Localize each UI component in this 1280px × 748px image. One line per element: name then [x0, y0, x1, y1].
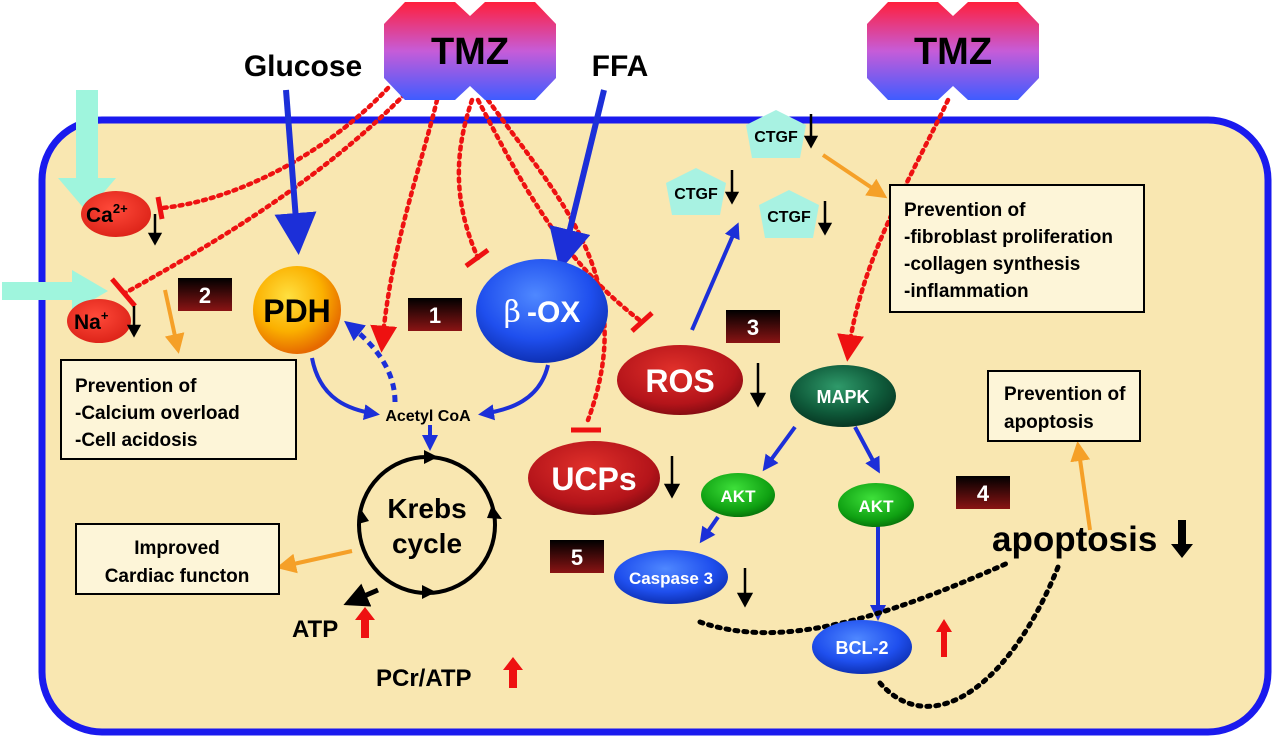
mapk-node: MAPK: [790, 365, 896, 427]
pcr-atp-label: PCr/ATP: [376, 665, 472, 692]
step-badge-5: 5: [550, 540, 604, 573]
step-number: 3: [747, 315, 759, 340]
tmz-label: TMZ: [431, 31, 509, 73]
tmz-label: TMZ: [914, 31, 992, 73]
box-line: -Cell acidosis: [75, 430, 198, 451]
inhibition-bars: [110, 196, 654, 433]
acetyl-coa-label: Acetyl CoA: [385, 408, 471, 425]
beta-ox-label: -OX: [527, 296, 580, 329]
tmz-badge-right: TMZ: [867, 2, 1039, 100]
down-arrow-icon: [724, 170, 740, 205]
box-line: Prevention of: [1004, 384, 1126, 405]
svg-text:Na+: Na+: [74, 308, 109, 334]
box-line: -Calcium overload: [75, 403, 240, 424]
caspase3-label: Caspase 3: [629, 569, 713, 588]
down-arrow-icon: [749, 363, 767, 408]
ucps-label: UCPs: [551, 461, 636, 497]
down-arrow-icon: [663, 456, 681, 499]
akt-label: AKT: [721, 487, 757, 506]
down-arrow-icon: [803, 114, 819, 149]
beta-symbol: β: [504, 295, 521, 330]
step-number: 4: [977, 481, 990, 506]
glucose-label: Glucose: [244, 50, 362, 83]
step-badge-3: 3: [726, 310, 780, 343]
bcl2-label: BCL-2: [836, 638, 889, 658]
apoptosis-prevention-box: Prevention of apoptosis: [987, 370, 1141, 442]
up-arrow-icon: [503, 657, 523, 688]
ros-label: ROS: [645, 363, 714, 399]
step-number: 2: [199, 283, 211, 308]
step-badge-4: 4: [956, 476, 1010, 509]
box-line: Improved: [134, 538, 220, 559]
akt-left-node: AKT: [701, 473, 775, 517]
step-number: 1: [429, 303, 441, 328]
box-line: -inflammation: [904, 281, 1029, 302]
box-line: Prevention of: [904, 200, 1026, 221]
box-line: -fibroblast proliferation: [904, 227, 1113, 248]
ctgf-top: CTGF: [746, 110, 806, 158]
krebs-to-atp-arrow: [343, 583, 379, 607]
krebs-label: Krebs: [387, 493, 466, 524]
svg-text:Ca2+: Ca2+: [86, 201, 128, 227]
mapk-label: MAPK: [817, 387, 870, 407]
pdh-node: PDH: [253, 266, 341, 354]
box-line: Cardiac functon: [105, 566, 250, 587]
bcl2-node: BCL-2: [812, 620, 912, 674]
ctgf-label: CTGF: [754, 129, 798, 146]
sodium-influx-arrow: [2, 270, 108, 312]
decrease-indicators: [126, 114, 833, 608]
sodium-charge: +: [101, 308, 109, 323]
akt-label: AKT: [859, 497, 895, 516]
ucps-node: UCPs: [528, 441, 660, 515]
ros-node: ROS: [617, 345, 743, 415]
down-arrow-icon: [126, 306, 142, 338]
calcium-symbol: Ca: [86, 204, 113, 227]
sodium-symbol: Na: [74, 311, 101, 334]
down-arrow-icon: [817, 201, 833, 236]
cardiac-function-box: Improved Cardiac functon: [75, 523, 280, 595]
tmz-badge-left: TMZ: [384, 2, 556, 100]
step-badge-1: 1: [408, 298, 462, 331]
step-number: 5: [571, 545, 583, 570]
down-arrow-icon: [736, 568, 754, 608]
ion-prevention-box: Prevention of -Calcium overload -Cell ac…: [60, 359, 297, 460]
down-arrow-icon: [147, 214, 163, 246]
calcium-charge: 2+: [113, 201, 128, 216]
ffa-label: FFA: [592, 50, 649, 83]
box-line: apoptosis: [1004, 412, 1094, 433]
caspase3-node: Caspase 3: [614, 550, 728, 604]
calcium-influx-arrow: [58, 90, 116, 212]
up-arrow-icon: [936, 619, 952, 657]
calcium-ion: Ca2+: [81, 191, 151, 237]
tmz-inhibition-lines: [122, 85, 951, 423]
box-line: Prevention of: [75, 376, 197, 397]
ctgf-label: CTGF: [767, 209, 811, 226]
ctgf-label: CTGF: [674, 186, 718, 203]
krebs-cycle: Krebs cycle: [357, 450, 502, 599]
apoptosis-label: apoptosis: [992, 520, 1157, 559]
fibrosis-prevention-box: Prevention of -fibroblast proliferation …: [889, 184, 1145, 313]
orange-outcome-arrows: [163, 153, 1092, 574]
sodium-ion: Na+: [67, 299, 131, 343]
akt-right-node: AKT: [838, 483, 914, 527]
box-line: -collagen synthesis: [904, 254, 1080, 275]
pdh-label: PDH: [263, 293, 331, 329]
apoptosis-down-arrow-icon: [1171, 520, 1193, 558]
increase-indicators: [355, 607, 952, 688]
ctgf-left: CTGF: [666, 168, 726, 215]
atp-label: ATP: [292, 616, 338, 643]
blue-pathway-arrows: [274, 89, 886, 621]
ctgf-right: CTGF: [759, 190, 819, 238]
beta-oxidation-node: β-OX: [476, 259, 608, 363]
svg-text:β-OX: β-OX: [504, 295, 581, 330]
cycle-label: cycle: [392, 528, 462, 559]
up-arrow-icon: [355, 607, 375, 638]
step-badge-2: 2: [178, 278, 232, 311]
